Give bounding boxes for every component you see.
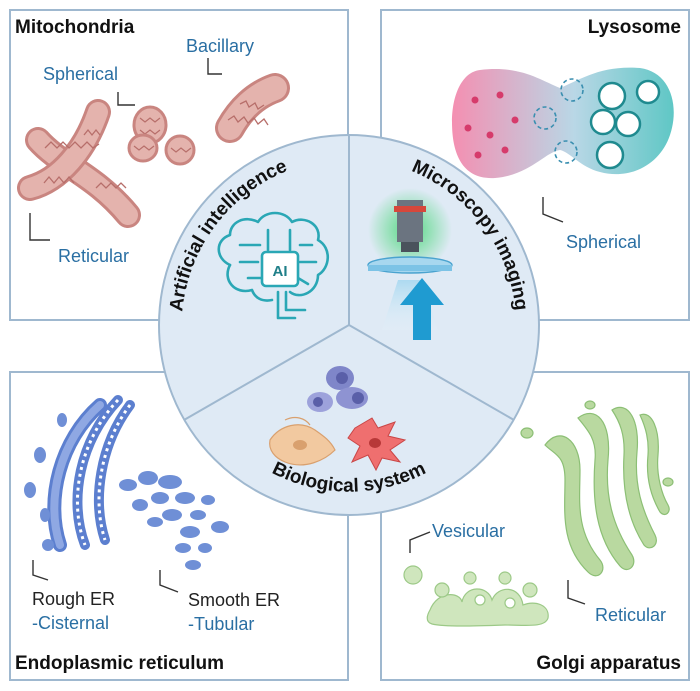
- golgi-label-reticular: Reticular: [595, 605, 666, 625]
- golgi-label-vesicular: Vesicular: [432, 521, 505, 541]
- center-circle: [158, 134, 540, 516]
- mitochondria-title: Mitochondria: [15, 17, 135, 38]
- mito-label-bacillary: Bacillary: [186, 36, 254, 56]
- golgi-reticular-illustration: [520, 400, 674, 577]
- er-rough-illustration: [24, 395, 135, 552]
- er-label-tubular: -Tubular: [188, 614, 254, 634]
- mitochondria-reticular-illustration: [17, 99, 141, 228]
- mitochondria-spherical-illustration: [127, 105, 196, 166]
- er-label-rough: Rough ER: [32, 589, 115, 609]
- golgi-title: Golgi apparatus: [536, 653, 681, 674]
- er-label-smooth: Smooth ER: [188, 590, 280, 610]
- er-smooth-illustration: [119, 471, 229, 570]
- lyso-label-spherical: Spherical: [566, 232, 641, 252]
- mito-label-spherical: Spherical: [43, 64, 118, 84]
- ai-chip-text: AI: [273, 263, 288, 280]
- cells-illustration: [269, 366, 407, 472]
- ai-brain-icon: [217, 211, 330, 320]
- lysosome-title: Lysosome: [588, 17, 681, 38]
- lysosome-illustration: [452, 67, 674, 179]
- er-title: Endoplasmic reticulum: [15, 653, 224, 674]
- mito-label-reticular: Reticular: [58, 246, 129, 266]
- microscope-icon: [367, 188, 453, 340]
- mitochondria-bacillary-illustration: [215, 73, 290, 143]
- golgi-vesicular-illustration: [403, 565, 549, 627]
- er-label-cisternal: -Cisternal: [32, 613, 109, 633]
